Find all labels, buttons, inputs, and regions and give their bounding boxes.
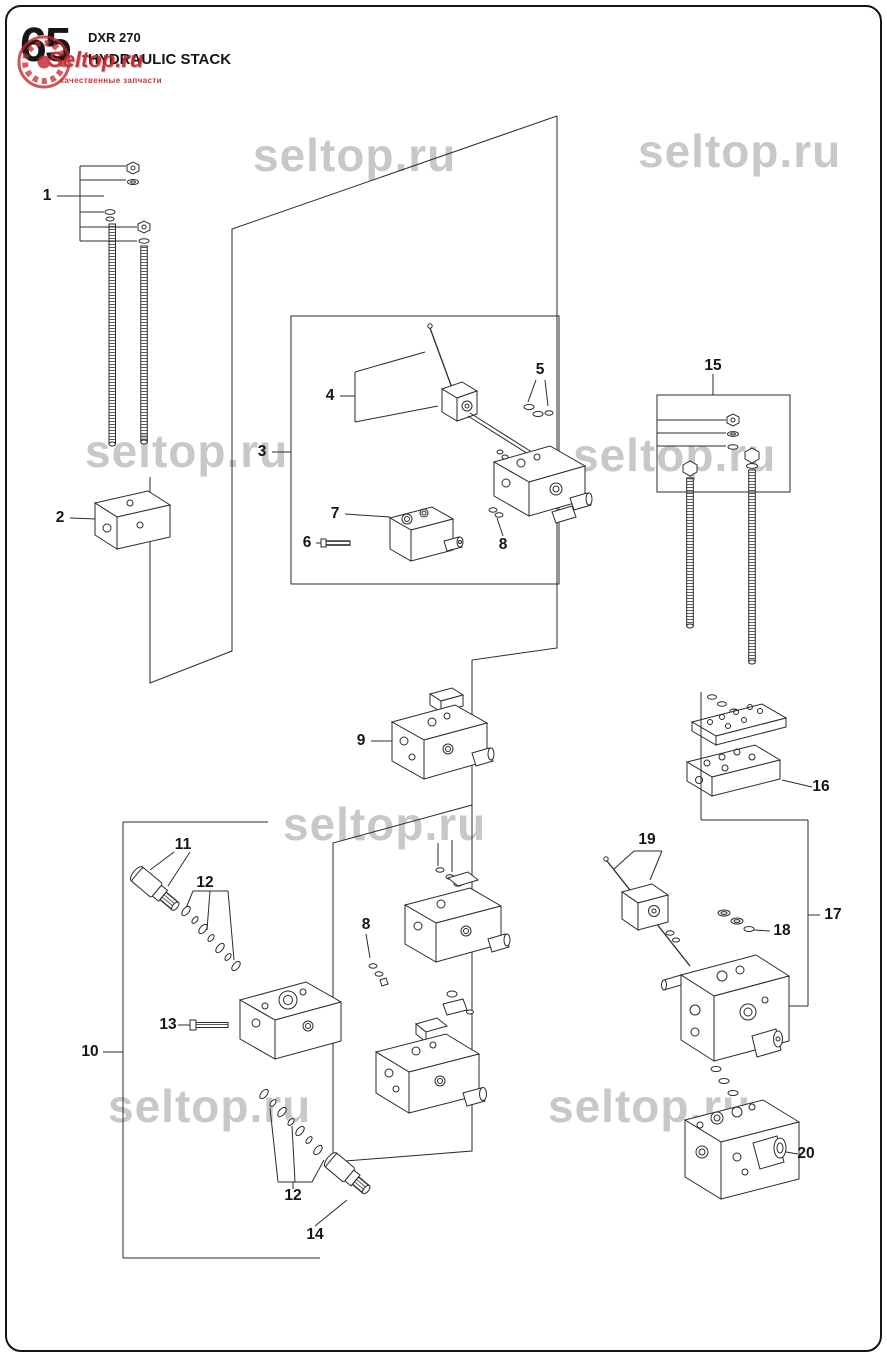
callout-17: 17	[824, 906, 842, 923]
callout-16: 16	[812, 778, 830, 795]
seltop-logo: Seltop.ru качественные запчасти	[12, 32, 192, 96]
part9-valve	[371, 687, 495, 780]
callout-11: 11	[174, 836, 192, 853]
watermark-text: seltop.ru	[253, 129, 457, 181]
model-label: DXR 270	[88, 30, 141, 45]
callout-7: 7	[330, 505, 340, 522]
callout-13: 13	[159, 1016, 177, 1033]
callout-5: 5	[535, 361, 545, 378]
watermark-text: seltop.ru	[108, 1080, 312, 1132]
part15-fasteners	[656, 374, 791, 665]
callout-12: 12	[284, 1187, 302, 1204]
callout-15: 15	[704, 357, 722, 374]
part1-fasteners	[57, 161, 151, 447]
callout-2: 2	[55, 509, 65, 526]
part19-solenoid	[603, 850, 691, 967]
callout-19: 19	[638, 831, 656, 848]
callout-8: 8	[361, 916, 371, 933]
page-title: HYDRAULIC STACK	[88, 51, 232, 68]
part2-block	[69, 490, 172, 550]
part18-washers	[717, 909, 771, 932]
callout-3: 3	[257, 443, 267, 460]
watermark-text: seltop.ru	[573, 429, 777, 481]
logo-brand: Seltop.ru	[48, 47, 144, 72]
region-outlines	[149, 115, 560, 1163]
callout-4: 4	[325, 387, 335, 404]
callout-8: 8	[498, 536, 508, 553]
callout-6: 6	[302, 534, 312, 551]
callout-9: 9	[356, 732, 366, 749]
callout-14: 14	[306, 1226, 324, 1243]
centre-valve-stack	[365, 840, 511, 1114]
part17-valve-block	[661, 954, 791, 1096]
callout-20: 20	[797, 1145, 815, 1162]
callout-12: 12	[196, 874, 214, 891]
logo-gear-icon	[17, 35, 71, 89]
watermark-text: seltop.ru	[85, 425, 289, 477]
left-manifold-group	[103, 821, 371, 1259]
part3-valve-assembly	[272, 323, 593, 562]
callout-18: 18	[773, 922, 791, 939]
watermark-text: seltop.ru	[638, 125, 842, 177]
part20-block	[683, 1099, 801, 1200]
logo-tagline: качественные запчасти	[60, 76, 162, 85]
callout-10: 10	[81, 1043, 99, 1060]
callout-1: 1	[42, 187, 52, 204]
part17-bracket	[700, 692, 820, 1007]
part16-plate	[685, 694, 813, 797]
